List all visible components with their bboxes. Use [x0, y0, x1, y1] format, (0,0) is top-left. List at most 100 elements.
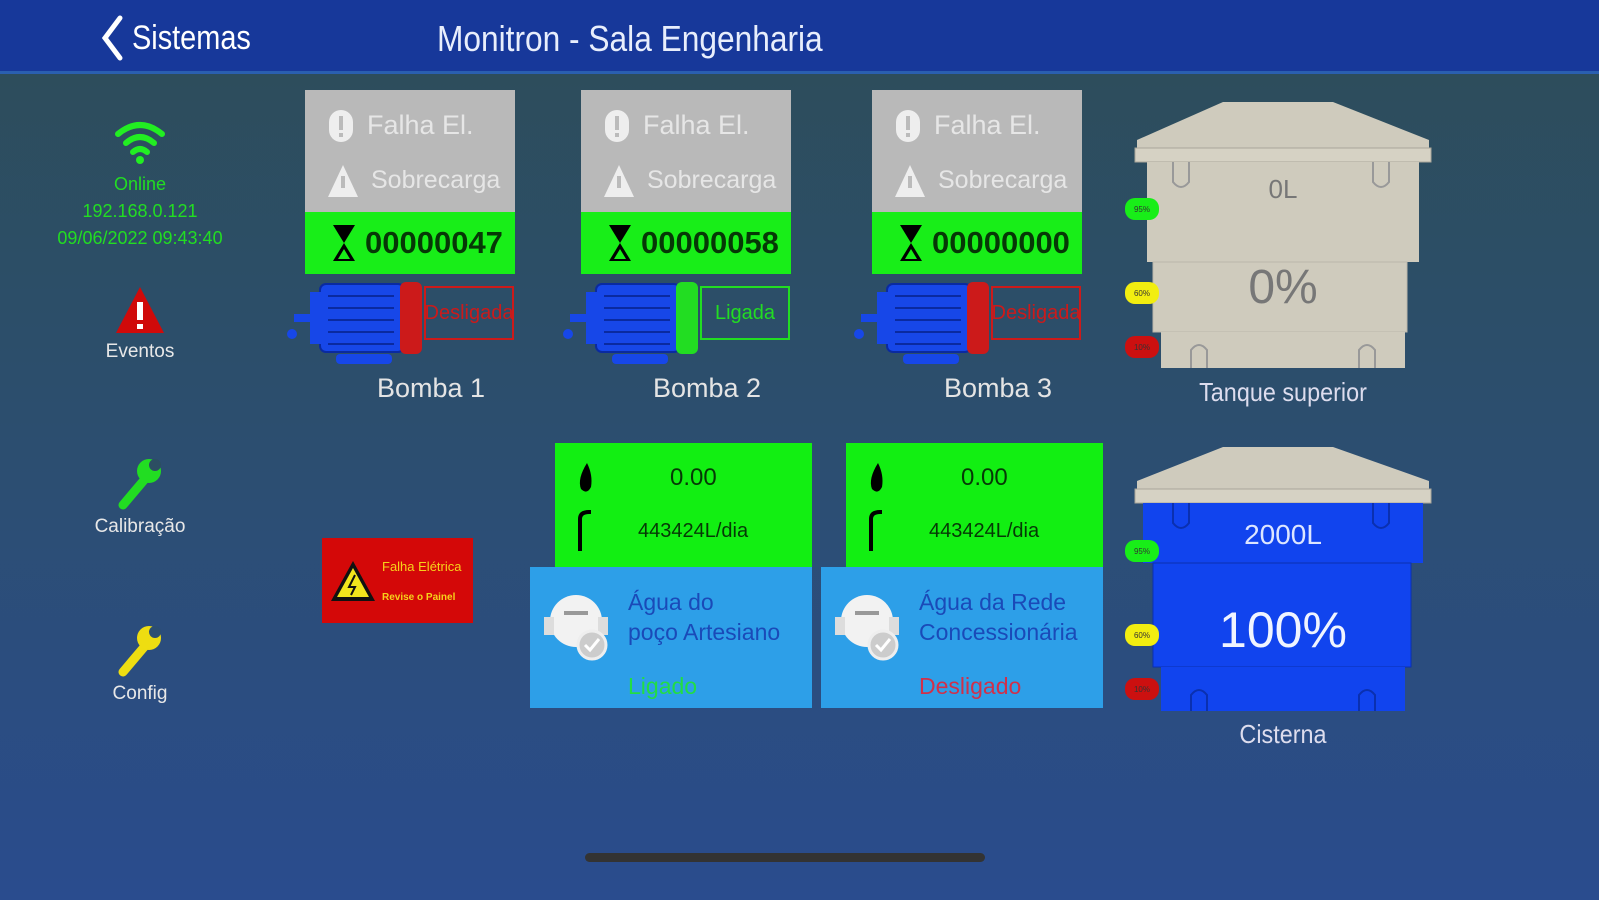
hourglass-icon	[333, 225, 355, 261]
back-label: Sistemas	[132, 18, 251, 57]
warning-icon	[604, 164, 634, 197]
water-meter-icon	[835, 595, 899, 661]
fault-label: Falha El.	[367, 110, 474, 140]
online-status: Online	[113, 174, 167, 194]
overload-indicator: Sobrecarga	[872, 153, 1082, 208]
overload-label: Sobrecarga	[647, 166, 777, 194]
pipe-icon	[869, 510, 882, 551]
pump-card-1[interactable]: Falha El. Sobrecarga 00000047	[305, 90, 515, 274]
meter-line1: Água do	[628, 589, 714, 615]
tank-volume: 0L	[1268, 174, 1298, 204]
tank-upper[interactable]: 0L 0% 95% 60% 10%	[1125, 100, 1433, 370]
pump-card-2[interactable]: Falha El. Sobrecarga 00000058	[581, 90, 791, 274]
wifi-icon	[115, 122, 165, 164]
pump-name: Bomba 2	[652, 373, 762, 403]
calibration-button[interactable]: Calibração	[40, 455, 240, 538]
alert-title: Falha Elétrica	[382, 558, 462, 574]
pump-name: Bomba 3	[943, 373, 1053, 403]
level-mid: 60%	[1125, 624, 1159, 646]
level-high: 95%	[1125, 540, 1159, 562]
fault-indicator: Falha El.	[581, 98, 791, 153]
exclamation-icon	[605, 109, 629, 142]
tank-cistern[interactable]: 2000L 100% 95% 60% 10%	[1125, 445, 1433, 711]
pipe-icon	[578, 510, 591, 551]
level-low: 10%	[1125, 336, 1159, 358]
high-voltage-icon	[331, 560, 375, 601]
pump-motor-2[interactable]: Ligada	[558, 278, 790, 371]
back-button[interactable]: Sistemas	[100, 14, 272, 62]
hourglass-icon	[609, 225, 631, 261]
events-button[interactable]: Eventos	[40, 284, 240, 363]
home-indicator[interactable]	[585, 853, 985, 862]
motor-icon	[287, 282, 422, 364]
drop-icon	[579, 463, 592, 492]
level-mid: 60%	[1125, 282, 1159, 304]
overload-indicator: Sobrecarga	[305, 153, 515, 208]
run-counter: 00000058	[581, 212, 791, 274]
tank-icon	[1134, 447, 1432, 711]
pump-motor-3[interactable]: Desligada	[849, 278, 1081, 371]
hourglass-icon	[900, 225, 922, 261]
tank-name: Cisterna	[1239, 719, 1327, 749]
flow-rate: 0.00	[961, 464, 1008, 491]
run-counter: 00000000	[872, 212, 1082, 274]
flow-readings: 0.00 443424L/dia	[555, 443, 812, 567]
pump-status: Desligada	[991, 286, 1081, 340]
tank-name: Tanque superior	[1199, 377, 1367, 407]
pump-card-3[interactable]: Falha El. Sobrecarga 00000000	[872, 90, 1082, 274]
warning-icon	[895, 164, 925, 197]
events-label: Eventos	[105, 341, 175, 362]
fault-indicator: Falha El.	[872, 98, 1082, 153]
header-bar	[0, 0, 1599, 74]
ip-address: 192.168.0.121	[82, 201, 198, 221]
exclamation-icon	[896, 109, 920, 142]
connection-status: Online 192.168.0.121 09/06/2022 09:43:40	[40, 118, 240, 252]
motor-icon	[854, 282, 989, 364]
level-high: 95%	[1125, 198, 1159, 220]
warning-icon	[328, 164, 358, 197]
tank-volume: 2000L	[1244, 519, 1322, 550]
water-meter-icon	[544, 595, 608, 661]
datetime: 09/06/2022 09:43:40	[57, 228, 223, 248]
pump-status: Ligada	[700, 286, 790, 340]
chevron-left-icon	[101, 15, 123, 61]
page-title: Monitron - Sala Engenharia	[437, 18, 823, 59]
wrench-icon	[118, 626, 161, 677]
wrench-icon	[118, 459, 161, 510]
pump-motor-1[interactable]: Desligada	[282, 278, 514, 371]
exclamation-icon	[329, 109, 353, 142]
fault-indicator: Falha El.	[305, 98, 515, 153]
config-label: Config	[112, 683, 168, 704]
meter-line1: Água da Rede	[919, 589, 1067, 615]
meter-line2: poço Artesiano	[628, 619, 781, 645]
config-button[interactable]: Config	[40, 622, 240, 705]
pump-name: Bomba 1	[376, 373, 486, 403]
run-counter: 00000047	[305, 212, 515, 274]
flow-readings: 0.00 443424L/dia	[846, 443, 1103, 567]
level-low: 10%	[1125, 678, 1159, 700]
overload-indicator: Sobrecarga	[581, 153, 791, 208]
daily-volume: 443424L/dia	[929, 519, 1040, 542]
daily-volume: 443424L/dia	[638, 519, 749, 542]
calibration-label: Calibração	[94, 516, 186, 537]
tank-icon	[1134, 102, 1432, 368]
pump-status: Desligada	[424, 286, 514, 340]
meter-status: Desligado	[919, 673, 1022, 699]
overload-label: Sobrecarga	[938, 166, 1068, 194]
fault-label: Falha El.	[934, 110, 1041, 140]
meter-line2: Concessionária	[919, 619, 1078, 645]
drop-icon	[870, 463, 883, 492]
motor-icon	[563, 282, 698, 364]
tank-percent: 100%	[1219, 602, 1347, 658]
overload-label: Sobrecarga	[371, 166, 501, 194]
flow-rate: 0.00	[670, 464, 717, 491]
meter-status: Ligado	[628, 673, 698, 699]
warning-icon	[116, 287, 164, 333]
tank-percent: 0%	[1248, 261, 1318, 314]
alert-subtitle: Revise o Painel	[382, 591, 456, 603]
